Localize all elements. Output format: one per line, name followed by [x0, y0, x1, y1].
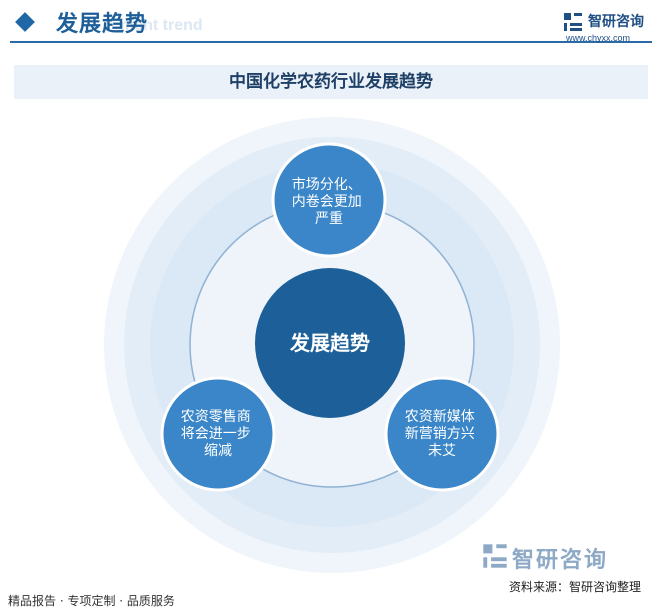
header-divider [10, 41, 652, 43]
diagram-title: 中国化学农药行业发展趋势 [229, 72, 433, 92]
center-node [255, 268, 405, 418]
footer-logo-icon [483, 544, 507, 568]
node-right-line-3: 未艾 [428, 443, 456, 459]
node-right [384, 376, 500, 492]
header-ghost-text: ment trend [120, 17, 203, 34]
node-left-line-2: 将会进一步 [181, 426, 251, 442]
node-left-label: 农资零售商 将会进一步 缩减 [181, 409, 255, 459]
footer-logo-name: 智研咨询 [512, 548, 609, 573]
node-left-line-3: 缩减 [204, 443, 232, 459]
footer-tagline: 精品报告 · 专项定制 · 品质服务 [8, 594, 175, 608]
brand-logo-icon [564, 13, 582, 31]
brand-url: www.chyxx.com [566, 33, 631, 43]
node-left-line-1: 农资零售商 [181, 409, 251, 425]
node-left [160, 376, 276, 492]
source-note: 资料来源：智研咨询整理 [509, 580, 642, 594]
center-label: 发展趋势 [289, 331, 370, 355]
node-top-label: 市场分化、 内卷会更加 严重 [292, 176, 366, 227]
node-top-line-2: 内卷会更加 [292, 194, 362, 210]
page-title: 发展趋势 [56, 12, 149, 37]
title-band: 中国化学农药行业发展趋势 [14, 65, 648, 99]
node-right-label: 农资新媒体 新营销方兴 未艾 [405, 409, 479, 459]
brand-name: 智研咨询 [588, 14, 644, 30]
node-top [271, 142, 387, 258]
node-top-line-3: 严重 [315, 211, 343, 227]
node-top-line-1: 市场分化、 [292, 176, 362, 193]
node-right-line-1: 农资新媒体 [405, 409, 475, 425]
node-right-line-2: 新营销方兴 [405, 426, 475, 442]
